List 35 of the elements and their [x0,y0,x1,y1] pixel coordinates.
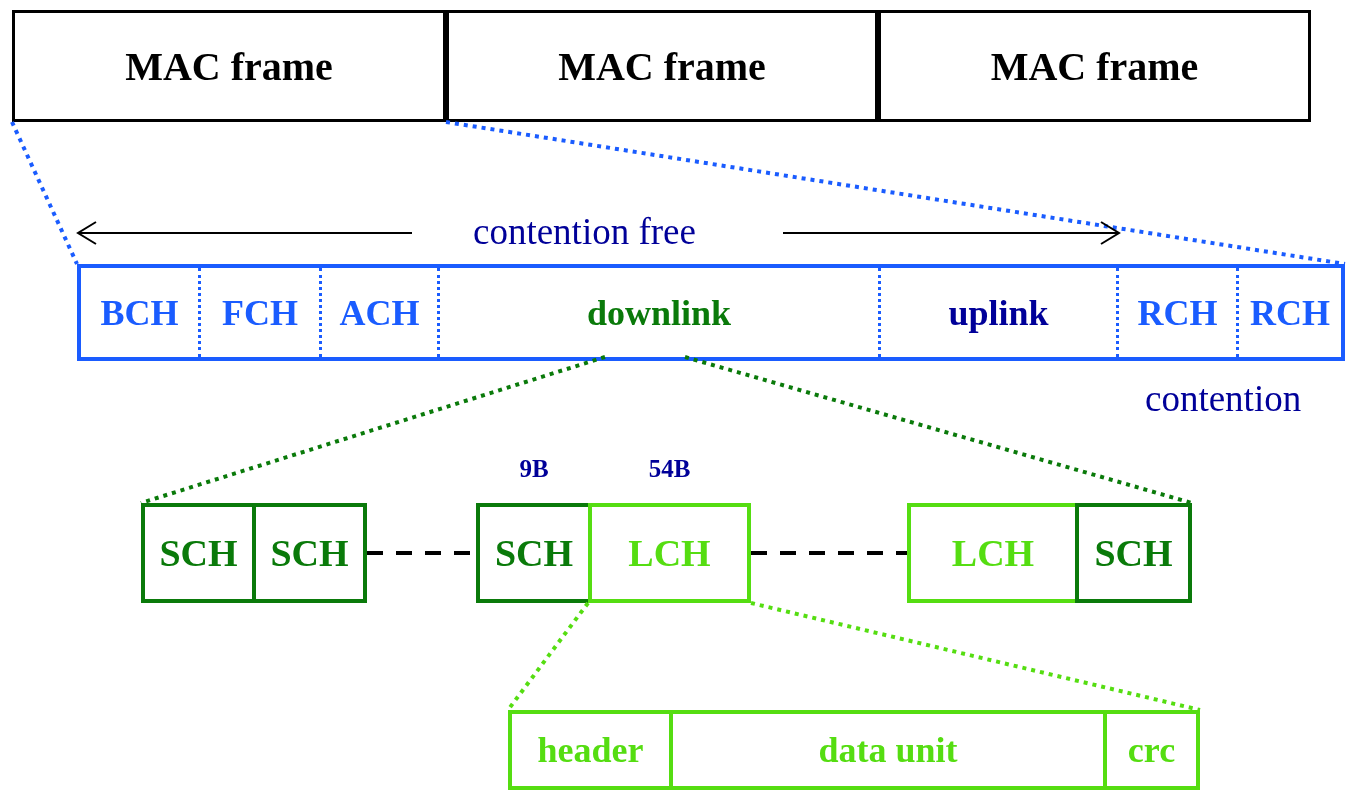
frame-box [12,10,446,122]
field-label: LCH [628,531,711,575]
field-label: downlink [586,291,732,334]
field-label: RCH [1250,291,1330,334]
dotted-line [751,551,907,555]
field-label: uplink [948,291,1049,334]
field-label: SCH [1094,531,1173,575]
dotted-line [140,355,606,505]
frame-box [446,10,878,122]
frame-band [77,264,1345,361]
field-label: RCH [1137,291,1218,334]
field-label: BCH [100,291,179,334]
field-label: SCH [270,531,349,575]
field-label: SCH [494,531,574,575]
frame-band [508,710,1200,790]
field-label: MAC frame [558,42,766,90]
field-label: SCH [159,531,238,575]
field-label: MAC frame [125,42,333,90]
field-label: data unit [818,729,958,771]
size-label: 9B [518,455,550,483]
field-label: LCH [951,531,1035,575]
period-label: contention [1145,377,1302,420]
dotted-line [10,121,79,265]
dotted-line [445,120,1346,266]
field-label: ACH [339,291,420,334]
dotted-line [684,355,1193,505]
dotted-line [750,601,1201,712]
size-label: 54B [647,455,692,483]
period-label: contention free [473,210,696,253]
field-label: crc [1127,729,1176,771]
frame-box [1075,503,1192,603]
field-label: MAC frame [990,42,1199,90]
field-label: header [537,729,644,771]
field-label: FCH [222,291,298,334]
frame-box [878,10,1311,122]
